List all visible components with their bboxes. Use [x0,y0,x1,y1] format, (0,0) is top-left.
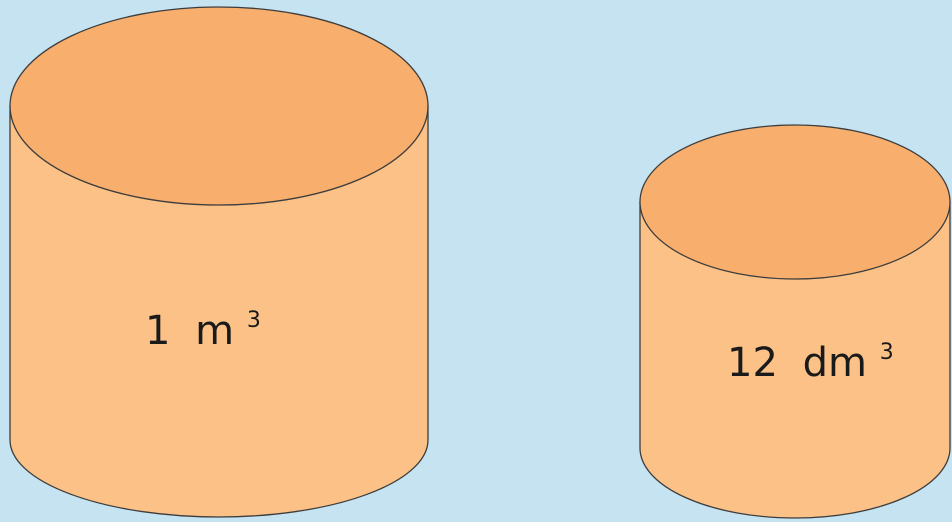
cylinder-large-unit: m [195,308,234,354]
cylinder-small-unit: dm [803,340,867,386]
cylinder-large: 1 m 3 [9,6,429,518]
cylinder-small-top [639,124,951,280]
cylinder-small-exponent: 3 [880,340,894,365]
cylinder-large-value: 1 [145,308,170,354]
cylinder-large-label: 1 m 3 [145,308,261,354]
cylinder-large-body [9,105,429,518]
cylinder-small-value: 12 [727,340,778,386]
cylinder-small-body [639,201,951,519]
cylinder-large-top [9,6,429,206]
cylinder-small-label: 12 dm 3 [727,340,894,386]
cylinder-small: 12 dm 3 [639,124,951,519]
cylinder-large-exponent: 3 [247,308,261,333]
